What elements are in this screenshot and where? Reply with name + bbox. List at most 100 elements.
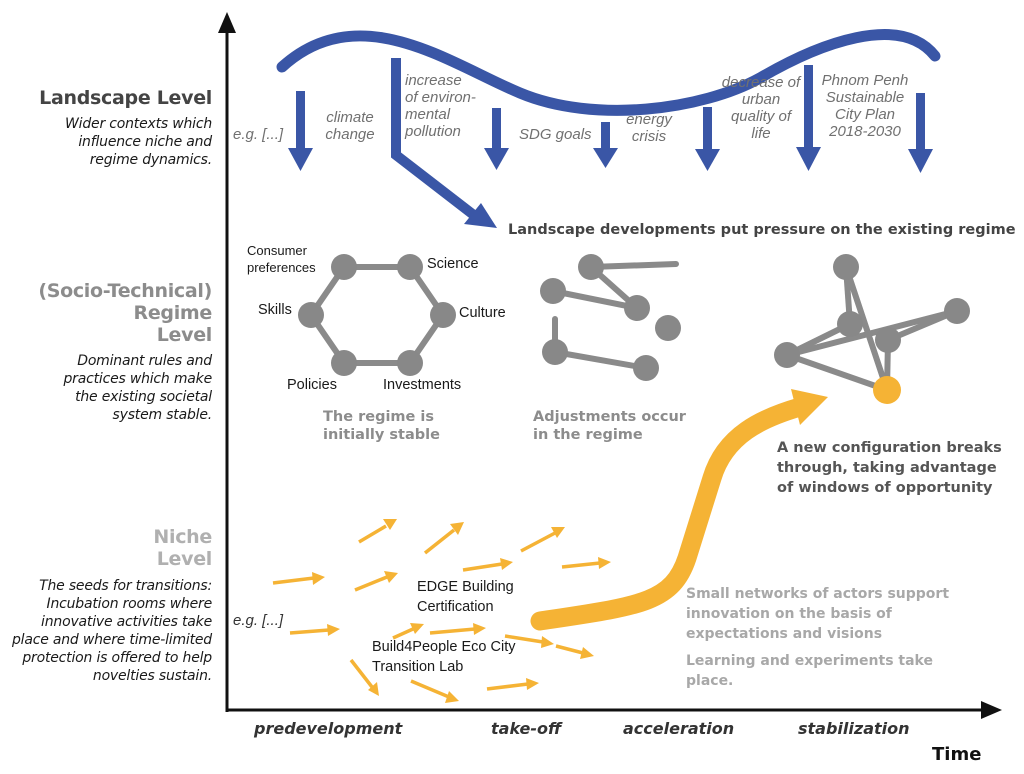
config-node	[774, 342, 800, 368]
niche-arrow	[349, 658, 379, 696]
desc-line: novelties sustain.	[92, 668, 212, 684]
config-node	[837, 311, 863, 337]
desc-line: The seeds for transitions:	[39, 578, 212, 594]
niche-label-eg: e.g. [...]	[233, 612, 284, 629]
adjust-node	[633, 355, 659, 381]
y-axis-arrowhead	[218, 12, 236, 33]
label-line: energy	[626, 111, 672, 128]
desc-line: practices which make	[63, 371, 212, 387]
caption-line: in the regime	[533, 427, 643, 443]
desc-line: the existing societal	[75, 389, 212, 405]
caption-line: expectations and visions	[686, 626, 883, 642]
label-line: quality of	[730, 108, 792, 125]
caption-line: The regime is	[323, 409, 435, 425]
adjust-node	[542, 339, 568, 365]
landscape-label-energy-crisis: energy crisis	[624, 111, 674, 145]
niche-level-title: Niche Level	[153, 526, 212, 570]
label-line: life	[751, 125, 771, 142]
phase-stabilization: stabilization	[798, 719, 910, 738]
caption-line: of windows of opportunity	[777, 480, 993, 496]
caption-regime-stable: The regime is initially stable	[323, 408, 440, 444]
landscape-wave	[276, 29, 941, 116]
label-line: mental	[405, 106, 451, 123]
landscape-label-eg: e.g. [...]	[233, 126, 284, 143]
config-node-new	[873, 376, 901, 404]
label-line: Phnom Penh	[821, 72, 909, 89]
label-line: increase	[405, 72, 462, 89]
desc-line: regime dynamics.	[89, 152, 212, 168]
landscape-label-environmental-pollution: increase of environ- mental pollution	[405, 72, 476, 140]
node-science	[397, 254, 423, 280]
adjusting-regime-network	[540, 254, 681, 381]
landscape-arrows	[288, 65, 933, 173]
caption-line: innovation on the basis of	[686, 606, 892, 622]
desc-line: influence niche and	[78, 134, 212, 150]
node-label-consumer-preferences: Consumer preferences	[247, 242, 316, 276]
niche-arrow	[272, 572, 325, 585]
desc-line: protection is offered to help	[22, 650, 212, 666]
x-axis-arrowhead	[981, 701, 1002, 719]
landscape-arrow-right	[908, 93, 933, 173]
caption-small-networks: Small networks of actors support innovat…	[686, 584, 949, 644]
adjust-node	[655, 315, 681, 341]
label-line: Sustainable	[825, 89, 905, 106]
node-label-science: Science	[427, 256, 479, 272]
landscape-arrow-eg	[288, 91, 313, 171]
adjust-node	[578, 254, 604, 280]
pressure-arrow	[391, 58, 497, 228]
node-investments	[397, 350, 423, 376]
desc-line: Incubation rooms where	[46, 596, 213, 612]
regime-level-description: Dominant rules and practices which make …	[63, 352, 212, 424]
niche-label-edge: EDGE Building Certification	[417, 577, 514, 617]
node-label-investments: Investments	[383, 377, 462, 393]
niche-arrow	[358, 519, 397, 544]
caption-line: Small networks of actors support	[686, 586, 950, 602]
caption-line: Adjustments occur	[533, 409, 686, 425]
config-node	[944, 298, 970, 324]
desc-line: place and where time-limited	[11, 632, 212, 648]
title-line: Level	[156, 324, 213, 346]
landscape-label-urban-quality: decrease of urban quality of life	[716, 74, 806, 142]
adjust-node	[540, 278, 566, 304]
node-consumer-preferences	[331, 254, 357, 280]
niche-arrow	[486, 678, 539, 691]
label-line: Transition Lab	[372, 659, 464, 675]
stable-regime-network	[298, 254, 456, 376]
label-line: change	[325, 126, 375, 143]
config-node	[875, 327, 901, 353]
axes	[218, 12, 1002, 719]
niche-arrow	[429, 623, 486, 635]
label-line: City Plan	[834, 106, 896, 123]
node-label-skills: Skills	[258, 302, 292, 318]
label-line: urban	[741, 91, 781, 108]
label-line: Certification	[417, 599, 494, 615]
niche-arrow	[561, 557, 611, 569]
label-line: climate	[326, 109, 374, 126]
label-line: pollution	[405, 123, 461, 140]
niche-arrow	[392, 623, 424, 640]
niche-arrow	[289, 624, 340, 636]
niche-arrow	[423, 522, 464, 555]
label-line: preferences	[247, 260, 316, 275]
niche-arrows	[272, 519, 611, 703]
landscape-arrow-urban	[695, 107, 720, 171]
niche-arrow	[410, 679, 459, 703]
landscape-arrow-energy	[593, 122, 618, 168]
niche-arrow	[354, 571, 398, 592]
niche-arrow	[520, 527, 565, 553]
landscape-level-description: Wider contexts which influence niche and…	[65, 115, 212, 169]
x-axis-title: Time	[932, 744, 982, 765]
label-line: Consumer	[247, 243, 307, 258]
landscape-level-title: Landscape Level	[39, 87, 212, 109]
landscape-label-sdg-goals: SDG goals	[519, 126, 592, 143]
desc-line: system stable.	[112, 407, 213, 423]
caption-new-configuration: A new configuration breaks through, taki…	[777, 438, 1002, 498]
node-skills	[298, 302, 324, 328]
landscape-arrow-phnom	[796, 65, 821, 171]
caption-line: Learning and experiments take	[686, 653, 933, 669]
niche-arrow	[462, 558, 513, 572]
desc-line: innovative activities take	[41, 614, 212, 630]
caption-line: A new configuration breaks	[777, 440, 1002, 456]
